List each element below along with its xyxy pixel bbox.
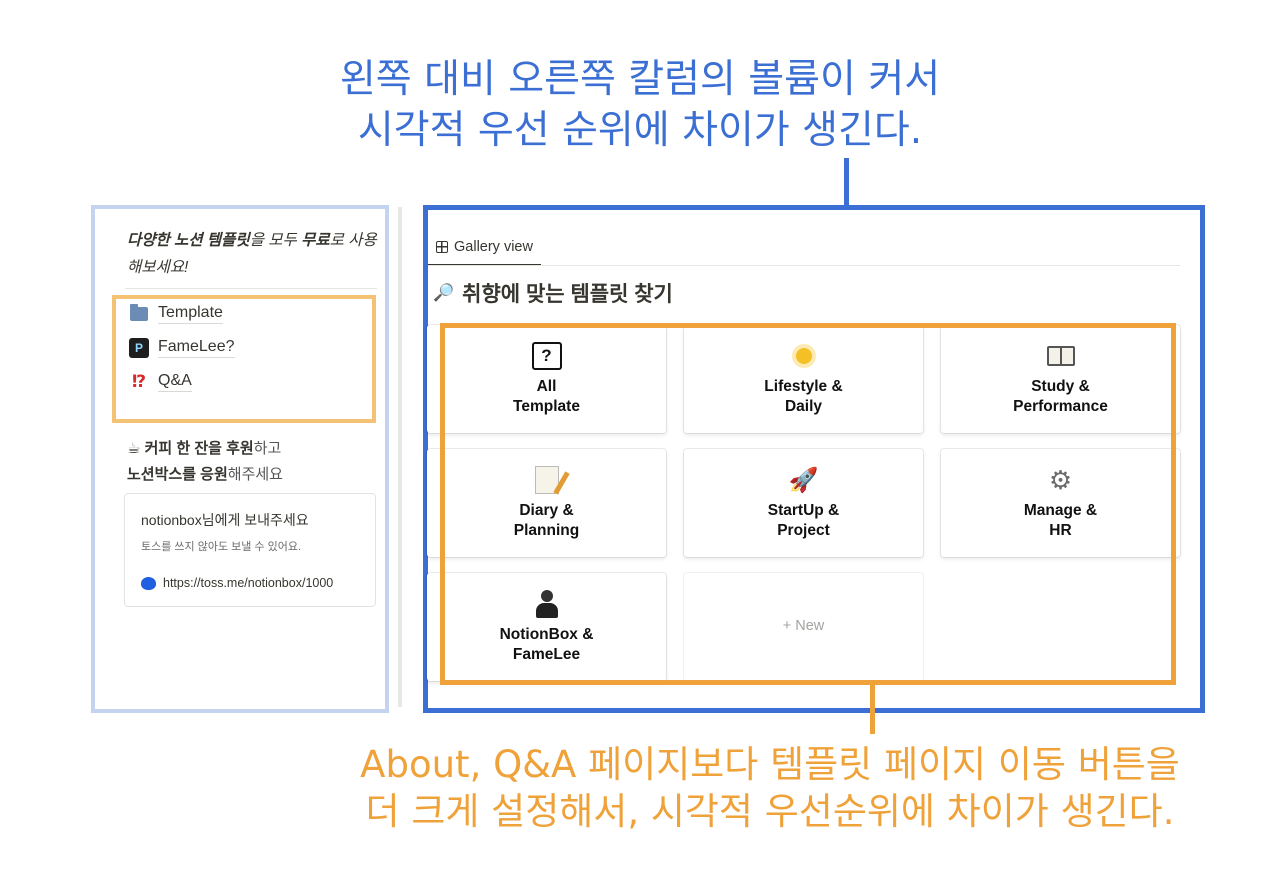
top-annotation-caption: 왼쪽 대비 오른쪽 칼럼의 볼륨이 커서 시각적 우선 순위에 차이가 생긴다.	[0, 54, 1280, 156]
gallery-card-startup[interactable]: 🚀 StartUp & Project	[684, 449, 923, 557]
gallery-card-study[interactable]: Study & Performance	[941, 325, 1180, 433]
tab-divider	[428, 265, 1180, 266]
gallery-card-title: NotionBox & FameLee	[499, 626, 594, 663]
toss-logo-icon	[141, 576, 156, 590]
gallery-card-lifestyle[interactable]: Lifestyle & Daily	[684, 325, 923, 433]
coffee-icon: ☕	[127, 440, 141, 457]
promo-text: 다양한 노션 템플릿을 모두 무료로 사용해보세요!	[127, 227, 377, 281]
gallery-card-diary[interactable]: Diary & Planning	[427, 449, 666, 557]
tab-gallery-view-label: Gallery view	[454, 239, 533, 255]
promo-divider	[125, 288, 377, 289]
new-card-label: + New	[782, 618, 825, 634]
gallery-card-notionbox[interactable]: NotionBox & FameLee	[427, 573, 666, 681]
top-caption-line2: 시각적 우선 순위에 차이가 생긴다.	[357, 108, 923, 153]
promo-part3: 무료	[301, 232, 330, 249]
gallery-heading-text: 취향에 맞는 템플릿 찾기	[462, 283, 673, 306]
promo-part4: 로 사용해보세요!	[127, 232, 377, 276]
tab-gallery-view[interactable]: Gallery view	[428, 230, 541, 266]
gallery-card-title: Lifestyle & Daily	[764, 378, 843, 415]
gallery-card-title: All Template	[513, 378, 580, 415]
coffee-part1: 커피 한 잔을 후원	[144, 440, 254, 457]
gallery-card-title: Manage & HR	[1023, 502, 1098, 539]
gallery-heading: 🔎 취향에 맞는 템플릿 찾기	[433, 278, 673, 308]
gallery-grid-icon	[436, 241, 448, 253]
coffee-line2: 노션박스를 응원해주세요	[127, 462, 387, 488]
memo-icon	[534, 466, 559, 494]
bottom-annotation-caption: About, Q&A 페이지보다 템플릿 페이지 이동 버튼을 더 크게 설정해…	[330, 741, 1210, 835]
coffee-support-text: ☕ 커피 한 잔을 후원하고 노션박스를 응원해주세요	[127, 436, 387, 488]
gallery-card-title: StartUp & Project	[767, 502, 840, 539]
question-box-icon: ?	[531, 342, 562, 370]
promo-part2: 을 모두	[249, 232, 302, 249]
toss-bookmark-card[interactable]: notionbox님에게 보내주세요 토스를 쓰지 않아도 보낼 수 있어요. …	[124, 493, 376, 607]
coffee-part4: 해주세요	[227, 466, 283, 483]
bottom-caption-line2: 더 크게 설정해서, 시각적 우선순위에 차이가 생긴다.	[365, 790, 1175, 833]
sidebar-links-highlight-frame	[112, 295, 376, 423]
gallery-card-title: Study & Performance	[1013, 378, 1108, 415]
sidebar-link-template[interactable]: Template	[129, 303, 223, 324]
toss-card-link[interactable]: https://toss.me/notionbox/1000	[141, 576, 333, 590]
coffee-part2: 하고	[253, 440, 282, 457]
promo-part1: 다양한 노션 템플릿	[127, 232, 250, 249]
gear-icon: ⚙	[1048, 464, 1073, 495]
coffee-part3: 노션박스를 응원	[127, 466, 228, 483]
toss-card-subtitle: 토스를 쓰지 않아도 보낼 수 있어요.	[141, 541, 302, 553]
avatar-icon: P	[129, 337, 149, 358]
left-column-highlight-frame	[91, 205, 389, 713]
sidebar-link-qa[interactable]: ⁉ Q&A	[129, 371, 192, 392]
sidebar-link-famelee[interactable]: P FameLee?	[129, 337, 235, 358]
toss-link-url: https://toss.me/notionbox/1000	[163, 576, 334, 590]
orange-connector-line	[870, 684, 875, 734]
sun-icon	[795, 348, 812, 364]
folder-icon	[129, 303, 149, 324]
blue-connector-line	[844, 158, 849, 208]
book-icon	[1046, 346, 1075, 366]
toss-card-title: notionbox님에게 보내주세요	[141, 512, 309, 528]
gallery-card-all-template[interactable]: ? All Template	[427, 325, 666, 433]
sidebar-link-label: FameLee?	[158, 337, 235, 358]
person-icon	[535, 590, 558, 618]
gallery-new-card-button[interactable]: + New	[684, 573, 923, 681]
top-caption-line1: 왼쪽 대비 오른쪽 칼럼의 볼륨이 커서	[339, 57, 941, 102]
column-divider	[398, 207, 402, 707]
sidebar-link-label: Template	[158, 303, 223, 324]
magnifier-icon: 🔎	[433, 283, 455, 302]
rocket-icon: 🚀	[788, 466, 819, 494]
gallery-card-title: Diary & Planning	[513, 502, 580, 539]
right-column-highlight-frame	[423, 205, 1205, 713]
sidebar-link-label: Q&A	[158, 371, 192, 392]
bottom-caption-line1: About, Q&A 페이지보다 템플릿 페이지 이동 버튼을	[360, 743, 1180, 786]
coffee-line1: ☕ 커피 한 잔을 후원하고	[127, 436, 387, 462]
exclamation-question-icon: ⁉	[131, 371, 147, 391]
gallery-card-manage[interactable]: ⚙ Manage & HR	[941, 449, 1180, 557]
